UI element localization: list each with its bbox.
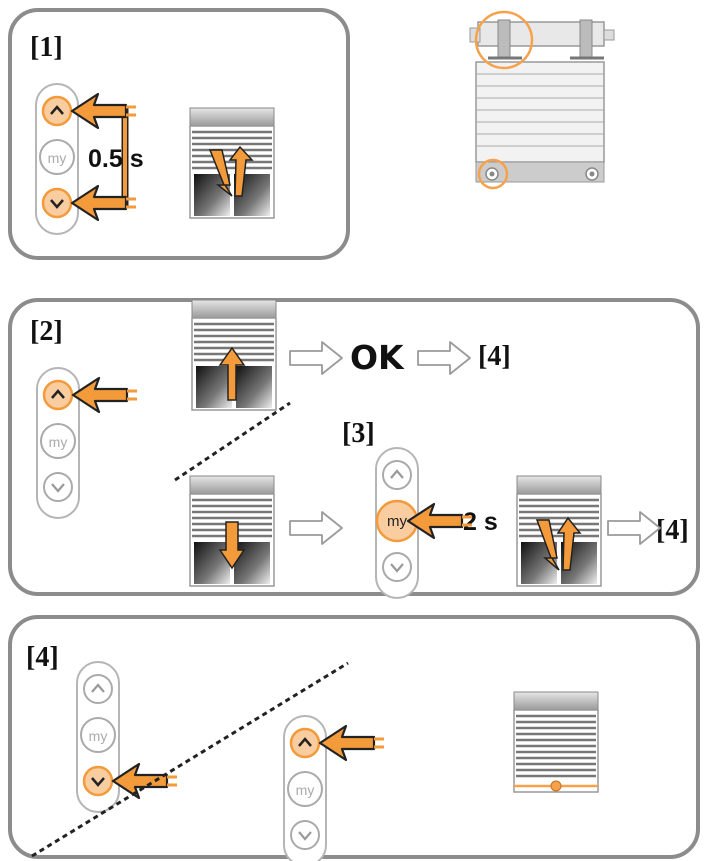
chevron-up-icon [298,737,312,747]
my-button-label: my [48,150,67,166]
outline-arrow-icon [289,511,343,545]
closed-shutter-icon [513,691,599,793]
press-arrow-icon [318,724,386,762]
down-button-icon [82,765,114,797]
chevron-up-icon [51,389,65,399]
up-button-icon [289,727,321,759]
step-2-label: [2] [30,316,63,347]
chevron-down-icon [50,199,64,209]
hold-time-label: 2 s [463,508,498,536]
press-arrow-icon [71,376,139,414]
chevron-up-icon [50,105,64,115]
up-button-icon [42,379,74,411]
my-button-label: my [387,513,407,530]
divider-dashed-line [174,401,291,482]
my-button-label: my [49,434,68,450]
press-arrow-icon [111,762,179,800]
ok-label: OK [350,338,404,377]
outline-arrow-icon [417,341,471,375]
goto-step-4-label: [4] [656,515,689,546]
hold-time-label: 0.5 s [88,145,144,173]
step-4-label: [4] [26,642,59,673]
step-1-label: [1] [30,32,63,63]
down-button-icon [41,187,73,219]
step-3-label: [3] [342,418,375,449]
goto-step-4-label: [4] [478,341,511,372]
shutter-motor-illustration [469,10,615,190]
outline-arrow-icon [607,511,661,545]
my-button-label: my [296,782,315,798]
outline-arrow-icon [289,341,343,375]
chevron-down-icon [91,777,105,787]
my-button-label: my [89,728,108,744]
roller-shutter-icon [188,106,276,220]
up-button-icon [41,95,73,127]
divider-dashed-line [31,661,349,858]
